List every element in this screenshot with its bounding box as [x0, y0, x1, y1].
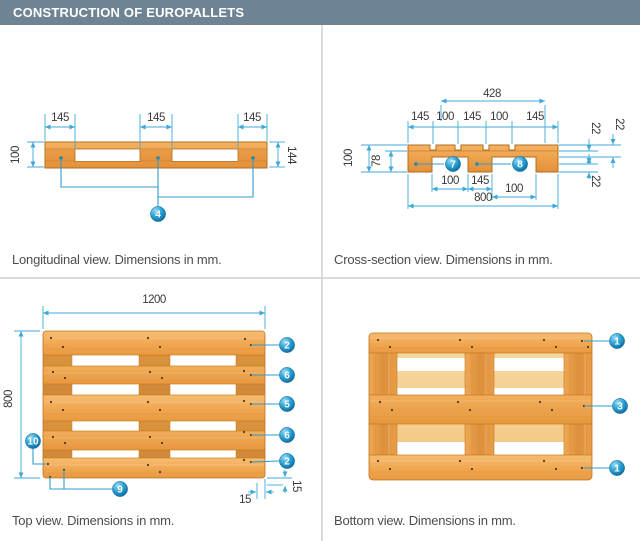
nails — [376, 338, 590, 471]
dim-144-height: 144 — [285, 146, 297, 165]
marker-1-bottom: 1 — [609, 460, 625, 476]
marker-2-bottom: 2 — [279, 453, 295, 469]
caption-bottom-view: Bottom view. Dimensions in mm. — [334, 513, 516, 528]
svg-text:10: 10 — [27, 437, 39, 448]
dim-22-c: 22 — [589, 175, 601, 187]
svg-text:8: 8 — [517, 160, 523, 171]
fork-opening — [74, 148, 141, 162]
svg-text:4: 4 — [155, 210, 161, 221]
dim-78: 78 — [371, 155, 383, 167]
marker-8: 8 — [512, 156, 528, 172]
dim-1200: 1200 — [142, 294, 166, 306]
dim-145-left: 145 — [51, 112, 69, 124]
dim-top-145b: 145 — [463, 111, 481, 123]
quadrant-dividers — [0, 25, 640, 541]
cross-section-drawing: 428 145 100 145 100 145 100 78 22 22 22 … — [343, 88, 625, 209]
marker-5: 5 — [279, 396, 295, 412]
top-view-dimension-lines — [14, 306, 266, 479]
top-view-drawing: 1200 800 — [3, 294, 302, 506]
bottom-view-drawing: 1 3 1 — [368, 332, 628, 481]
svg-text:9: 9 — [117, 485, 123, 496]
svg-text:2: 2 — [284, 457, 290, 468]
svg-text:1: 1 — [614, 337, 620, 348]
wood-grain — [45, 337, 263, 474]
bottom-boards — [369, 333, 592, 480]
dim-top-145a: 145 — [411, 111, 429, 123]
marker-9: 9 — [112, 481, 128, 497]
pallet-bottom-view — [369, 333, 592, 480]
dim-15-vertical: 15 — [290, 480, 302, 492]
longitudinal-dimension-lines — [27, 114, 285, 168]
svg-text:7: 7 — [450, 160, 456, 171]
marker-2-top: 2 — [279, 337, 295, 353]
bottom-view-leader-lines — [584, 340, 612, 469]
dim-bottom-100b: 100 — [505, 183, 523, 195]
marker-7: 7 — [445, 156, 461, 172]
longitudinal-view-drawing: 145 145 145 100 144 4 — [10, 112, 297, 222]
top-view-leader-lines — [32, 344, 280, 490]
svg-text:3: 3 — [617, 402, 623, 413]
pallet-top-view — [43, 331, 265, 478]
marker-6-upper: 6 — [279, 367, 295, 383]
dim-15-horizontal: 15 — [239, 494, 251, 506]
marker-10: 10 — [25, 433, 41, 449]
deck-gaps — [397, 358, 564, 455]
dim-145-right: 145 — [243, 112, 261, 124]
marker-3: 3 — [612, 398, 628, 414]
svg-text:5: 5 — [284, 400, 290, 411]
svg-text:6: 6 — [284, 371, 290, 382]
nails — [46, 336, 253, 478]
dim-bottom-100a: 100 — [441, 175, 459, 187]
deck-boards — [43, 331, 265, 478]
dim-22-a: 22 — [589, 122, 601, 134]
dim-22-b: 22 — [613, 118, 625, 130]
cross-section-dimension-lines — [361, 98, 621, 209]
pallet-longitudinal — [44, 141, 268, 169]
dim-bottom-145: 145 — [471, 175, 489, 187]
dim-145-middle: 145 — [147, 112, 165, 124]
caption-longitudinal: Longitudinal view. Dimensions in mm. — [12, 252, 222, 267]
longitudinal-leader-lines — [59, 156, 255, 206]
cross-section-leader-lines — [414, 162, 511, 166]
dim-top-145c: 145 — [526, 111, 544, 123]
dim-800-side: 800 — [3, 390, 15, 408]
dim-100-left: 100 — [343, 149, 355, 167]
dim-800: 800 — [474, 192, 492, 204]
svg-text:2: 2 — [284, 341, 290, 352]
dim-428: 428 — [483, 88, 501, 100]
title-bar: CONSTRUCTION OF EUROPALLETS — [0, 0, 640, 25]
svg-text:1: 1 — [614, 464, 620, 475]
edge-dimension-lines — [248, 470, 292, 499]
dim-top-100a: 100 — [436, 111, 454, 123]
marker-4: 4 — [150, 206, 166, 222]
caption-top-view: Top view. Dimensions in mm. — [12, 513, 175, 528]
dim-top-100b: 100 — [490, 111, 508, 123]
pallet-cross-section — [407, 144, 559, 173]
fork-opening — [171, 148, 239, 162]
page-title: CONSTRUCTION OF EUROPALLETS — [13, 5, 245, 20]
board-grain — [371, 337, 590, 473]
caption-cross-section: Cross-section view. Dimensions in mm. — [334, 252, 553, 267]
marker-6-lower: 6 — [279, 427, 295, 443]
marker-1-top: 1 — [609, 333, 625, 349]
dim-100-height: 100 — [10, 146, 22, 164]
svg-text:6: 6 — [284, 431, 290, 442]
